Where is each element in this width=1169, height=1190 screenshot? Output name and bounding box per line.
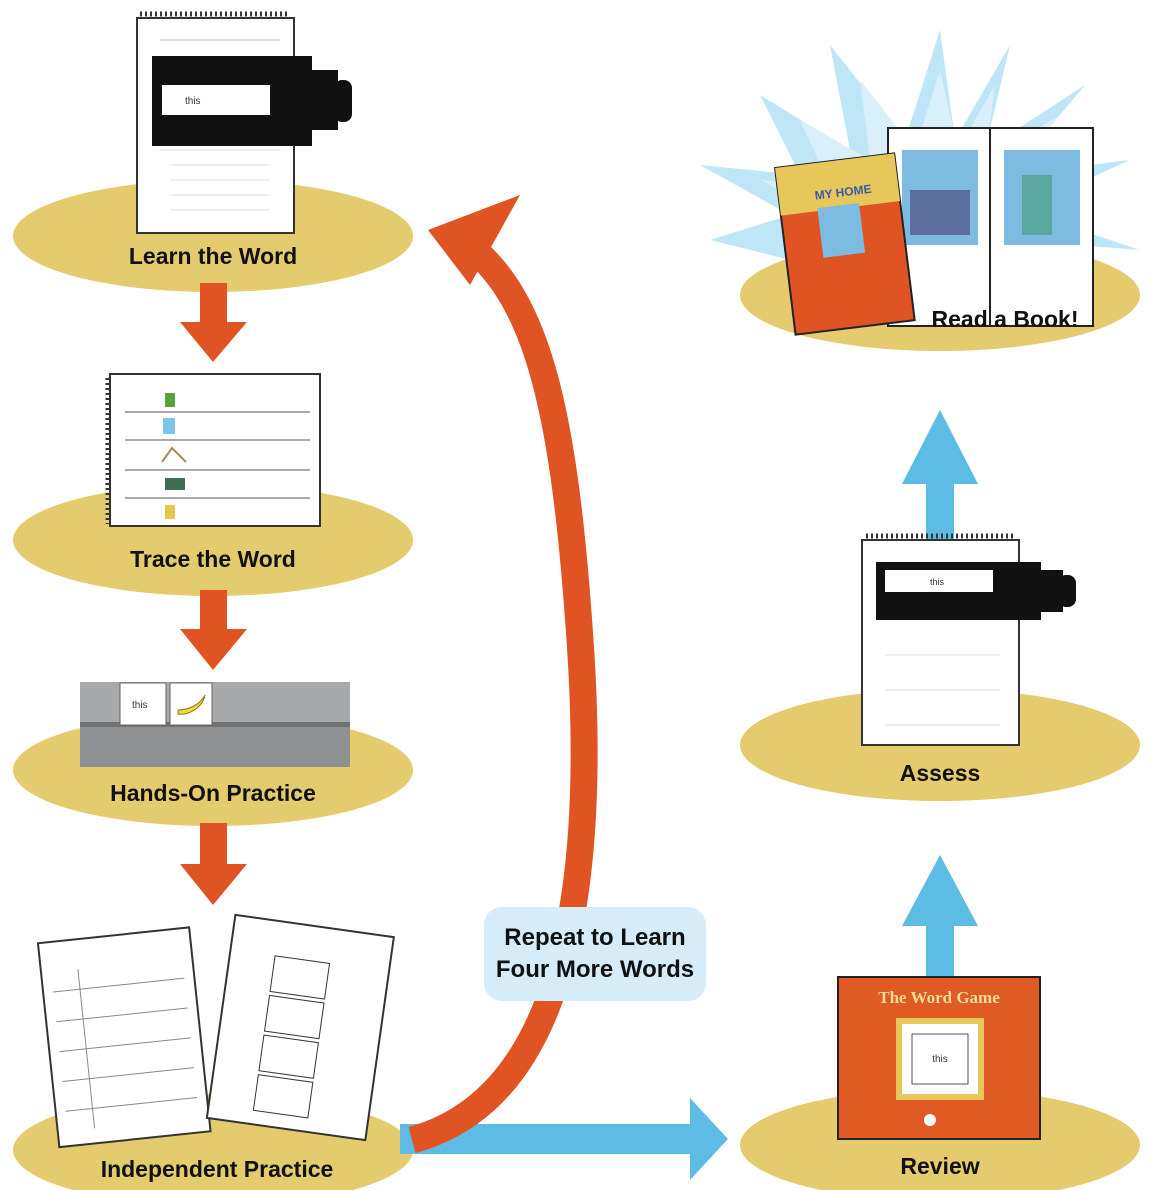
step-label-trace-the-word: Trace the Word [130, 546, 296, 572]
arrow-up-review-to-assess [902, 855, 978, 982]
tray-handson [80, 682, 350, 767]
assess-card-word: this [930, 577, 945, 587]
open-book [887, 127, 1094, 327]
platform-learn [13, 180, 413, 292]
arrow-down-3 [180, 823, 247, 905]
book-cover [773, 152, 916, 336]
worksheet-left [36, 926, 212, 1149]
arrow-up-assess-to-book [902, 410, 978, 550]
word-game-box [837, 976, 1041, 1140]
repeat-note-line-2: Four More Words [495, 956, 695, 983]
flashlight-slider-learn [152, 56, 352, 146]
handson-card-word: this [132, 700, 148, 711]
step-label-learn-the-word: Learn the Word [128, 243, 298, 269]
repeat-note-line-1: Repeat to Learn [504, 924, 686, 951]
step-label-assess: Assess [899, 760, 981, 786]
worksheet-right [205, 913, 395, 1142]
step-label-read-a-book: Read a Book! [931, 306, 1079, 332]
flashcard-word-learn: this [185, 96, 201, 107]
step-label-hands-on-practice: Hands-On Practice [110, 780, 316, 806]
step-label-review: Review [900, 1153, 980, 1179]
arrow-down-1 [180, 283, 247, 362]
notebook-trace [105, 373, 321, 527]
loop-arrow [408, 195, 598, 1154]
step-label-independent-practice: Independent Practice [100, 1156, 334, 1182]
arrow-down-2 [180, 590, 247, 670]
repeat-note-bubble: Repeat to Learn Four More Words [484, 907, 706, 1001]
flashlight-slider-assess [876, 562, 1076, 620]
book-cover-title: MY HOME [814, 182, 872, 203]
word-game-title: The Word Game [878, 988, 1000, 1007]
word-game-card-word: this [932, 1054, 948, 1065]
